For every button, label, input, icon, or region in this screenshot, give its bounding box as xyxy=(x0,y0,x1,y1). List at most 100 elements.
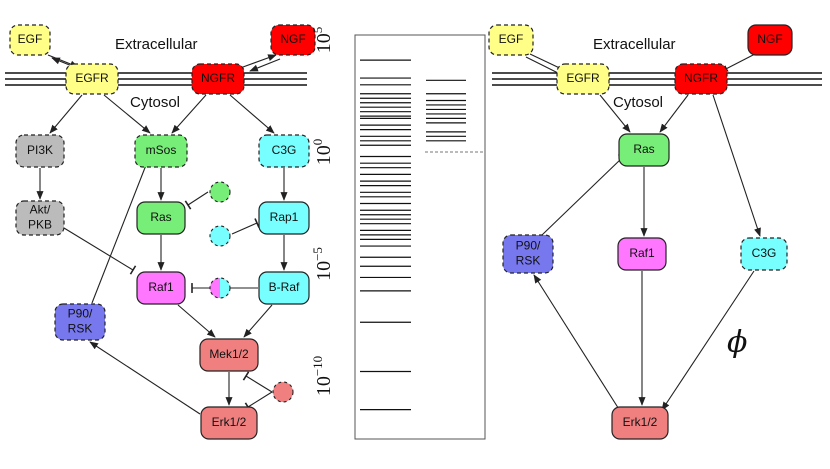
left-node-label: Raf1 xyxy=(148,280,174,294)
left-node-egfr: EGFR xyxy=(65,63,119,95)
axis-tick-text: 10−10 xyxy=(310,356,335,396)
right-node-ngf: NGF xyxy=(747,24,793,56)
left-node-label: Mek1/2 xyxy=(209,347,249,361)
left-node-mek12: Mek1/2 xyxy=(199,338,259,372)
edge-blob-mek xyxy=(242,371,273,393)
plot-axis-labels: 105 100 10−5 10−10 xyxy=(310,27,335,396)
spectrum-column-1 xyxy=(360,59,411,411)
edge-braf-mek xyxy=(243,304,273,338)
left-extracellular-label: Extracellular xyxy=(115,36,198,53)
edge-blob-rap1 xyxy=(231,218,260,235)
axis-tick-text: 100 xyxy=(310,139,335,166)
right-node-erk12: Erk1/2 xyxy=(611,406,669,440)
right-cytosol-label: Cytosol xyxy=(613,94,663,111)
plot-frame xyxy=(354,34,486,440)
right-node-ras: Ras xyxy=(618,133,670,167)
edge-akt-raf1 xyxy=(63,227,137,275)
right-node-label: Raf1 xyxy=(629,246,655,260)
left-node-aktpkb: Akt/PKB xyxy=(15,200,65,236)
eigenvalue-plot: 105 100 10−5 10−10 xyxy=(310,27,486,440)
split-regulator-blob xyxy=(209,277,231,299)
left-node-rap1: Rap1 xyxy=(258,201,310,235)
left-node-label: P90/ xyxy=(68,307,93,321)
left-node-braf: B-Raf xyxy=(258,271,310,305)
edge-raf1-mek xyxy=(177,304,216,338)
left-node-label: EGFR xyxy=(75,71,109,85)
edge-egfr-pi3k xyxy=(49,94,83,134)
axis-tick-label: 100 xyxy=(310,139,335,166)
phi-symbol: ϕ xyxy=(727,325,747,360)
right-edge-egfr-ras xyxy=(599,94,631,133)
spectrum-column-2 xyxy=(426,79,466,142)
edge-blob-erk xyxy=(244,391,273,412)
right-diagram: Extracellular Cytosol EGF NGF EGFR NGFR RasP… xyxy=(488,24,822,440)
axis-tick-label: 10−5 xyxy=(310,247,335,281)
edge-ngfr-c3g xyxy=(229,94,275,134)
axis-tick-label: 105 xyxy=(310,27,335,54)
right-edge-c3g-erk xyxy=(661,270,755,411)
right-membrane xyxy=(492,72,822,86)
left-node-msos: mSos xyxy=(134,134,188,168)
left-node-label: RSK xyxy=(68,322,93,336)
ras-regulator-blob xyxy=(209,181,231,203)
left-node-c3g: C3G xyxy=(258,134,310,168)
right-node-raf1: Raf1 xyxy=(617,237,667,271)
left-node-raf1: Raf1 xyxy=(136,271,186,305)
edge-ngfr-msos xyxy=(171,94,207,134)
left-regulator-blobs xyxy=(209,181,294,403)
right-node-label: EGFR xyxy=(566,71,600,85)
left-node-label: EGF xyxy=(18,32,43,46)
right-extracellular-label: Extracellular xyxy=(593,36,676,53)
left-node-label: mSos xyxy=(146,143,177,157)
left-nodes: EGF NGF EGFR NGFR PI3K mSos C3G Akt/PKB Ras Rap1R… xyxy=(9,24,316,440)
axis-tick-label: 10−10 xyxy=(310,356,335,396)
left-node-egf: EGF xyxy=(9,24,51,56)
axis-tick-text: 105 xyxy=(310,27,335,54)
rap1-regulator-blob xyxy=(209,225,231,247)
edge-ngfr-ngf xyxy=(242,54,277,68)
right-node-c3g: C3G xyxy=(740,237,788,271)
left-node-erk12: Erk1/2 xyxy=(200,406,258,440)
right-node-label: NGF xyxy=(757,32,782,46)
right-node-egf: EGF xyxy=(488,24,534,56)
edge-p90-msos xyxy=(91,157,153,304)
left-node-p90rsk: P90/RSK xyxy=(54,303,106,341)
axis-tick-text: 10−5 xyxy=(310,247,335,281)
right-edge-p90-ras xyxy=(541,153,627,236)
left-node-ras: Ras xyxy=(136,201,186,235)
right-node-label: RSK xyxy=(516,254,541,268)
left-membrane xyxy=(5,72,307,86)
right-node-egfr: EGFR xyxy=(556,63,610,95)
right-node-label: C3G xyxy=(752,246,777,260)
right-edge-erk-p90 xyxy=(533,274,623,415)
right-node-p90rsk: P90/RSK xyxy=(502,234,554,274)
left-node-label: Rap1 xyxy=(270,210,299,224)
left-node-label: NGF xyxy=(280,32,305,46)
edge-ngf-ngfr xyxy=(249,58,281,72)
left-node-ngf: NGF xyxy=(270,24,316,56)
edge-blob-ras xyxy=(184,191,209,210)
right-node-label: Ras xyxy=(633,142,654,156)
right-node-ngfr: NGFR xyxy=(674,63,728,95)
edge-erk-p90 xyxy=(89,341,201,415)
left-node-ngfr: NGFR xyxy=(191,63,245,95)
left-diagram: Extracellular Cytosol EGF NGF EGFR NGFR PI3K… xyxy=(5,24,316,440)
edge-egfr-msos xyxy=(103,94,151,134)
right-node-label: NGFR xyxy=(684,71,718,85)
left-node-label: PKB xyxy=(28,218,52,232)
left-node-label: C3G xyxy=(272,143,297,157)
mek-erk-regulator-blob xyxy=(272,381,294,403)
right-node-label: EGF xyxy=(499,32,524,46)
left-node-label: B-Raf xyxy=(269,280,300,294)
left-node-label: NGFR xyxy=(201,71,235,85)
left-node-pi3k: PI3K xyxy=(15,134,65,168)
left-node-label: Ras xyxy=(150,210,171,224)
left-node-label: PI3K xyxy=(27,143,53,157)
right-edge-ngfr-ras xyxy=(659,94,689,133)
right-node-label: Erk1/2 xyxy=(623,415,658,429)
left-cytosol-label: Cytosol xyxy=(130,94,180,111)
left-node-label: Erk1/2 xyxy=(212,415,247,429)
